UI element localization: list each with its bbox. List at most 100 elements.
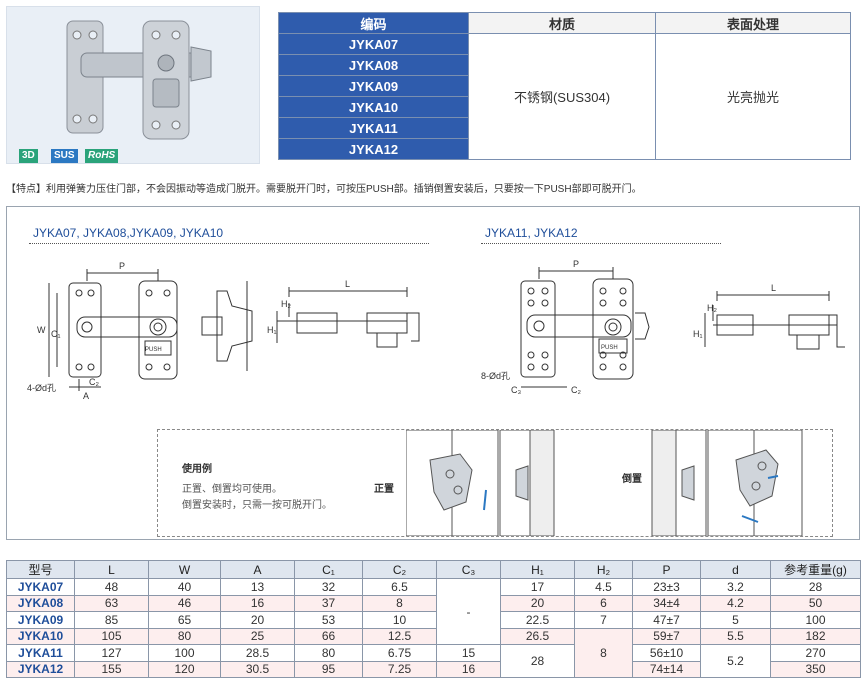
weight-cell: 182 xyxy=(770,627,861,645)
w-cell: 65 xyxy=(148,611,221,629)
feature-text: 【特点】利用弹簧力压住门部，不会因振动等造成门脱开。需要脱开门时，可按压PUSH… xyxy=(6,184,642,195)
usage-line-2: 倒置安装时，只需一按可脱开门。 xyxy=(182,500,332,511)
code-cell[interactable]: JYKA10 xyxy=(278,96,469,118)
surface-header: 表面处理 xyxy=(655,12,851,34)
weight-cell: 350 xyxy=(770,660,861,678)
rohs-badge: RoHS xyxy=(85,149,119,163)
h1-cell: 20 xyxy=(500,594,575,612)
left-drawing: P W C₁ 4-Ød孔 C₂ A PUSH L H₁ H₂ xyxy=(27,261,420,401)
weight-header: 参考重量(g) xyxy=(770,560,861,579)
c1-cell: 37 xyxy=(294,594,363,612)
code-cell[interactable]: JYKA12 xyxy=(278,138,469,160)
d-cell: 3.2 xyxy=(700,578,771,596)
surface-cell: 光亮抛光 xyxy=(655,33,851,160)
w-header: W xyxy=(148,560,221,579)
p-cell: 23±3 xyxy=(632,578,701,596)
c3-shared-cell: - xyxy=(436,578,501,645)
code-cell[interactable]: JYKA08 xyxy=(278,54,469,76)
right-drawing: P 8-Ød孔 C₃ C₂ PUSH L H₁ H₂ xyxy=(481,259,845,395)
h1-shared-cell: 28 xyxy=(500,644,575,678)
code-cell[interactable]: JYKA11 xyxy=(278,117,469,139)
d-cell: 5.5 xyxy=(700,627,771,645)
c3-cell: 15 xyxy=(436,644,501,662)
l-cell: 85 xyxy=(74,611,149,629)
h2-cell: 7 xyxy=(574,611,633,629)
w-cell: 40 xyxy=(148,578,221,596)
upright-label: 正置 xyxy=(374,484,394,495)
c3-cell: 16 xyxy=(436,660,501,678)
weight-cell: 270 xyxy=(770,644,861,662)
p-cell: 56±10 xyxy=(632,644,701,662)
d-cell: 5 xyxy=(700,611,771,629)
dim-holes-label: 4-Ød孔 xyxy=(27,383,56,393)
c3-header: C₃ xyxy=(436,560,501,579)
c1-cell: 80 xyxy=(294,644,363,662)
product-header: 3D SUS RoHS 编码 材质 表面处理 JYKA07 不锈钢(SUS304… xyxy=(0,0,866,170)
l-cell: 127 xyxy=(74,644,149,662)
c1-cell: 95 xyxy=(294,660,363,678)
right-dim-c2-label: C₂ xyxy=(571,385,581,395)
h2-cell: 4.5 xyxy=(574,578,633,596)
c1-cell: 53 xyxy=(294,611,363,629)
table-row: JYKA11 127 100 28.5 80 6.75 15 28 56±10 … xyxy=(6,644,861,678)
right-dim-l-label: L xyxy=(771,283,776,293)
h1-cell: 22.5 xyxy=(500,611,575,629)
w-cell: 120 xyxy=(148,660,221,678)
3d-badge: 3D xyxy=(19,149,38,163)
material-cell: 不锈钢(SUS304) xyxy=(468,33,656,160)
model-cell[interactable]: JYKA11 xyxy=(6,644,75,662)
dim-l-label: L xyxy=(345,279,350,289)
push-label: PUSH xyxy=(145,347,162,353)
usage-title: 使用例 xyxy=(182,464,212,475)
a-cell: 13 xyxy=(220,578,295,596)
model-cell[interactable]: JYKA12 xyxy=(6,660,75,678)
left-diagram-title: JYKA07, JYKA08,JYKA09, JYKA10 xyxy=(33,226,224,240)
c1-header: C₁ xyxy=(294,560,363,579)
a-header: A xyxy=(220,560,295,579)
usage-example-box: 使用例 正置、倒置均可使用。 倒置安装时，只需一按可脱开门。 正置 倒置 xyxy=(157,429,833,537)
dim-w-label: W xyxy=(37,325,46,335)
c2-cell: 6.5 xyxy=(362,578,437,596)
d-header: d xyxy=(700,560,771,579)
h1-header: H₁ xyxy=(500,560,575,579)
w-cell: 80 xyxy=(148,627,221,645)
l-header: L xyxy=(74,560,149,579)
left-title-rule xyxy=(29,243,429,244)
spec-row: JYKA12 xyxy=(278,138,851,160)
model-cell[interactable]: JYKA09 xyxy=(6,611,75,629)
l-cell: 155 xyxy=(74,660,149,678)
sus-badge: SUS xyxy=(51,149,78,163)
code-header: 编码 xyxy=(278,12,469,34)
table-row: JYKA09 85 65 20 53 10 22.5 7 47±7 5 100 xyxy=(6,611,861,629)
c1-cell: 32 xyxy=(294,578,363,596)
a-cell: 20 xyxy=(220,611,295,629)
spec-table: 编码 材质 表面处理 JYKA07 不锈钢(SUS304) 光亮抛光 JYKA0… xyxy=(278,12,851,160)
code-cell[interactable]: JYKA09 xyxy=(278,75,469,97)
a-cell: 16 xyxy=(220,594,295,612)
table-row: JYKA10 105 80 25 66 12.5 26.5 8 59±7 5.5… xyxy=(6,627,861,678)
model-cell[interactable]: JYKA07 xyxy=(6,578,75,596)
right-dim-holes-label: 8-Ød孔 xyxy=(481,371,510,381)
technical-diagram: JYKA07, JYKA08,JYKA09, JYKA10 JYKA11, JY… xyxy=(6,206,860,540)
dim-c1-label: C₁ xyxy=(51,329,61,339)
usage-line-1: 正置、倒置均可使用。 xyxy=(182,484,282,495)
p-cell: 34±4 xyxy=(632,594,701,612)
w-cell: 46 xyxy=(148,594,221,612)
spec-row: JYKA09 xyxy=(278,75,851,97)
right-dim-h1-label: H₁ xyxy=(693,329,703,339)
l-cell: 105 xyxy=(74,627,149,645)
right-push-label: PUSH xyxy=(601,345,618,351)
p-cell: 47±7 xyxy=(632,611,701,629)
usage-illustrations xyxy=(406,430,803,536)
model-cell[interactable]: JYKA08 xyxy=(6,594,75,612)
latch-photo-icon xyxy=(66,20,212,140)
inverted-label: 倒置 xyxy=(622,474,642,485)
model-cell[interactable]: JYKA10 xyxy=(6,627,75,645)
c2-cell: 12.5 xyxy=(362,627,437,645)
c2-cell: 10 xyxy=(362,611,437,629)
code-cell[interactable]: JYKA07 xyxy=(278,33,469,55)
h2-shared-cell: 8 xyxy=(574,627,633,678)
l-cell: 48 xyxy=(74,578,149,596)
right-title-rule xyxy=(481,243,721,244)
h1-cell: 26.5 xyxy=(500,627,575,645)
